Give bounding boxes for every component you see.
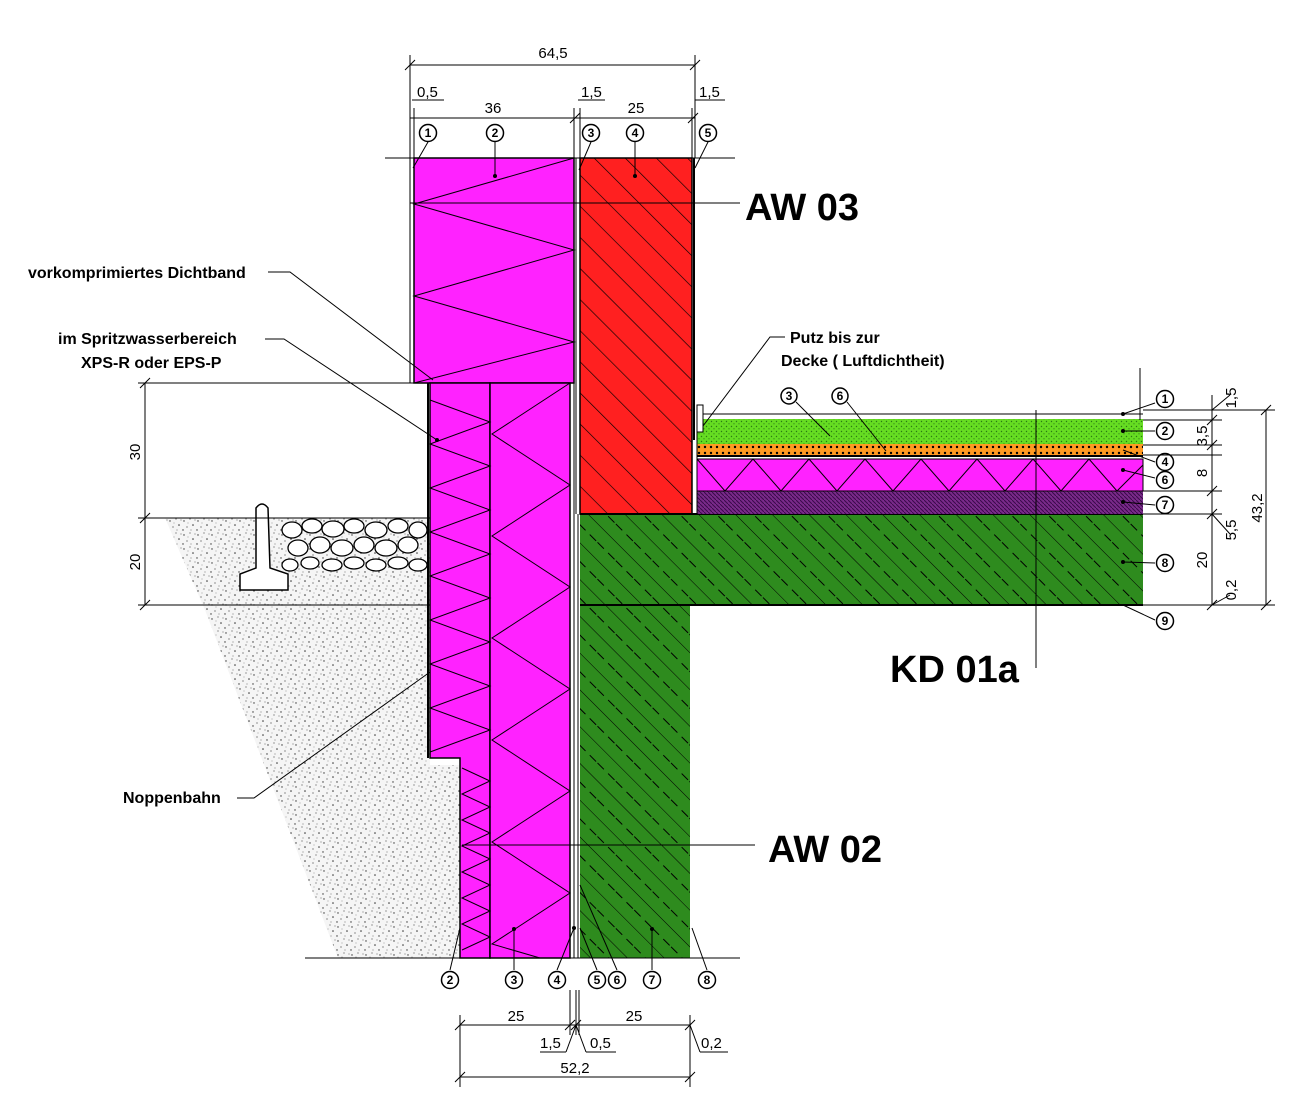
aw02-insulation-inner: [489, 382, 571, 959]
aw02-marker-4: 4: [554, 973, 561, 987]
aw03-marker-5: 5: [705, 126, 712, 140]
floor-right-marker-2: 2: [1162, 424, 1169, 438]
dichtband-leader: [268, 271, 434, 381]
dim-left-20: 20: [127, 554, 144, 571]
aw03-brick-hatch: [580, 158, 692, 514]
floor-right-marker-6: 6: [1162, 473, 1169, 487]
dim-bottom-0-5: 0,5: [590, 1035, 611, 1052]
dim-bottom-25a: 25: [508, 1008, 525, 1025]
kd01a-label: KD 01a: [890, 649, 1020, 691]
floor-insulation-zigzag: [696, 458, 1144, 492]
aw03-insulation: [413, 157, 575, 384]
dim-right-8: 8: [1194, 469, 1211, 477]
floor-right-marker-7: 7: [1162, 498, 1169, 512]
floor-marker-3: 3: [786, 389, 793, 403]
bottom-dimensions: [454, 990, 728, 1087]
floor-top-markers: [780, 387, 887, 452]
dim-top-25: 25: [628, 100, 645, 117]
floor-marker-6: 6: [837, 389, 844, 403]
top-dimensions: [404, 55, 725, 158]
right-dimensions: [1143, 394, 1275, 611]
aw02-marker-2: 2: [447, 973, 454, 987]
floor-insulation: [696, 458, 1144, 492]
floor-right-marker-9: 9: [1162, 614, 1169, 628]
aw02-marker-5: 5: [594, 973, 601, 987]
dim-right-1-5: 1,5: [1223, 388, 1240, 409]
dim-right-5-5: 5,5: [1223, 520, 1240, 541]
aw03-label: AW 03: [745, 187, 859, 229]
aw03-markers: [412, 123, 718, 178]
soil-dots: [165, 518, 460, 958]
dim-left-30: 30: [127, 444, 144, 461]
spritzwasser-label-1: im Spritzwasserbereich: [58, 331, 237, 348]
dim-top-36: 36: [485, 100, 502, 117]
spritzwasser-leader: [265, 338, 438, 441]
aw02-markers: [440, 884, 717, 990]
aw02-marker-3: 3: [511, 973, 518, 987]
spritzwasser-dot: [435, 438, 439, 442]
floor-right-markers: [1121, 368, 1175, 631]
aw03-insulation-zigzag: [412, 157, 576, 384]
dim-top-total: 64,5: [538, 45, 567, 62]
floor-right-marker-1: 1: [1162, 392, 1169, 406]
aw02-zigzag-lower: [460, 767, 492, 951]
putz-leader: [699, 336, 785, 431]
putz-label-2: Decke ( Luftdichtheit): [781, 353, 945, 370]
putz-label-1: Putz bis zur: [790, 330, 880, 347]
spritzwasser-label-2: XPS-R oder EPS-P: [81, 355, 222, 372]
dim-bottom-total: 52,2: [560, 1060, 589, 1077]
aw02-label: AW 02: [768, 829, 882, 871]
aw02-zigzag-inner: [490, 382, 571, 959]
dim-bottom-0-2: 0,2: [701, 1035, 722, 1052]
dim-bottom-25b: 25: [626, 1008, 643, 1025]
aw03-marker-1: 1: [425, 126, 432, 140]
left-dimensions: [139, 377, 151, 611]
aw02-zigzag-outer: [428, 399, 492, 753]
floor-gravel: [697, 444, 1143, 455]
floor-bitumen: [697, 491, 1143, 514]
dim-bottom-1-5: 1,5: [540, 1035, 561, 1052]
aw03-marker-4: 4: [632, 126, 639, 140]
gravel-stones: [281, 518, 428, 572]
dim-right-20: 20: [1194, 552, 1211, 569]
dim-top-1-5b: 1,5: [699, 84, 720, 101]
noppenbahn-leader: [237, 671, 431, 799]
aw02-marker-7: 7: [649, 973, 656, 987]
floor-right-marker-8: 8: [1162, 556, 1169, 570]
aw02-marker-8: 8: [704, 973, 711, 987]
slab-hatch: [580, 514, 1143, 605]
floor-right-marker-4: 4: [1162, 455, 1169, 469]
floor-screed: [697, 419, 1143, 444]
curb-stone: [239, 503, 289, 591]
dim-top-0-5: 0,5: [417, 84, 438, 101]
dim-right-3-5: 3,5: [1194, 426, 1211, 447]
aw03-marker-2: 2: [492, 126, 499, 140]
dim-top-1-5a: 1,5: [581, 84, 602, 101]
dim-right-total: 43,2: [1249, 493, 1266, 522]
dim-right-0-2: 0,2: [1223, 580, 1240, 601]
dichtband-label: vorkomprimiertes Dichtband: [28, 265, 246, 282]
noppenbahn-label: Noppenbahn: [123, 790, 221, 807]
aw03-marker-3: 3: [588, 126, 595, 140]
putz-edge: [696, 404, 704, 433]
aw02-marker-6: 6: [614, 973, 621, 987]
